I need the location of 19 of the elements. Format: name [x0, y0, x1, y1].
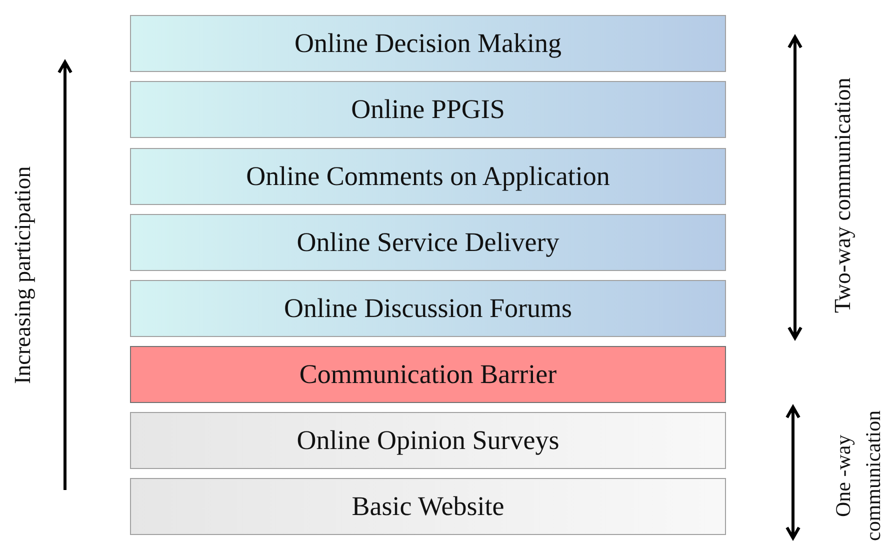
level-band: [130, 15, 726, 72]
barrier-band: [130, 346, 726, 403]
band-label: Online Decision Making: [294, 28, 562, 59]
band-label: Communication Barrier: [299, 359, 557, 390]
band-label: Basic Website: [352, 491, 504, 522]
band-label: Online Discussion Forums: [284, 293, 572, 324]
band-label: Online Opinion Surveys: [296, 425, 560, 456]
band-label: Online PPGIS: [351, 94, 505, 125]
level-band: [130, 148, 726, 205]
side-label: One -way communication: [830, 410, 886, 542]
level-band: [130, 412, 726, 469]
band-label: Online Service Delivery: [296, 227, 560, 258]
axis-label: Increasing participation: [9, 165, 36, 386]
level-band: [130, 81, 726, 138]
level-band: [130, 478, 726, 535]
band-label: Online Comments on Application: [246, 161, 610, 192]
level-band: [130, 214, 726, 271]
side-label: Two-way communication: [829, 76, 856, 315]
level-band: [130, 280, 726, 337]
